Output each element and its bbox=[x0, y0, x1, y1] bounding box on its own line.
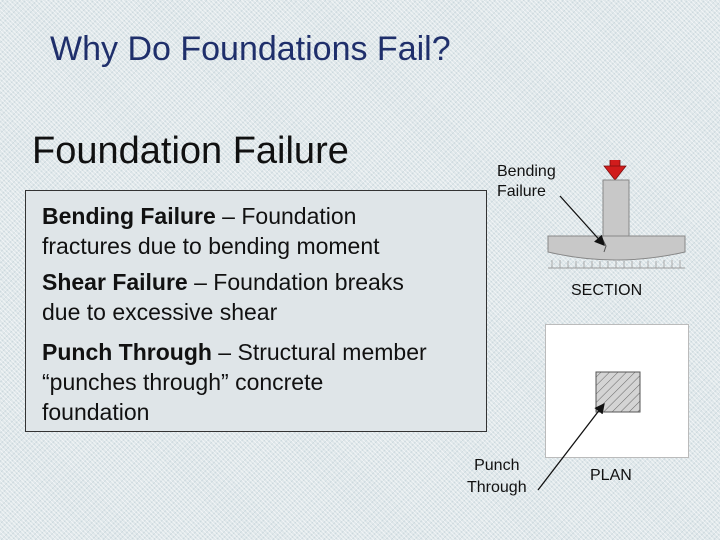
bending-failure-item: Bending Failure – Foundation fractures d… bbox=[42, 201, 380, 261]
punch-through-desc-1: – Structural member bbox=[211, 339, 427, 365]
slide-title: Why Do Foundations Fail? bbox=[50, 30, 451, 68]
shear-failure-desc-1: – Foundation breaks bbox=[187, 269, 404, 295]
bending-failure-label: Bending Failure bbox=[497, 162, 556, 202]
shear-failure-desc-2: due to excessive shear bbox=[42, 299, 278, 325]
bending-label-line2: Failure bbox=[497, 183, 546, 200]
plan-label: PLAN bbox=[590, 467, 632, 484]
soil-pressure-ticks bbox=[551, 260, 681, 268]
punch-through-item: Punch Through – Structural member “punch… bbox=[42, 337, 427, 427]
section-diagram bbox=[547, 160, 686, 269]
shear-failure-item: Shear Failure – Foundation breaks due to… bbox=[42, 267, 404, 327]
load-arrow-icon bbox=[603, 160, 627, 181]
bending-failure-desc-1: – Foundation bbox=[215, 203, 357, 229]
failure-types-textbox: Bending Failure – Foundation fractures d… bbox=[25, 190, 487, 432]
column-footprint bbox=[595, 371, 641, 413]
section-heading: Foundation Failure bbox=[32, 130, 349, 172]
footing-shape bbox=[547, 235, 686, 261]
punch-through-desc-3: foundation bbox=[42, 399, 150, 425]
bending-failure-desc-2: fractures due to bending moment bbox=[42, 233, 380, 259]
plan-drawing bbox=[595, 371, 641, 413]
bending-label-line1: Bending bbox=[497, 163, 556, 180]
shear-failure-term: Shear Failure bbox=[42, 269, 188, 295]
punch-through-desc-2: “punches through” concrete bbox=[42, 369, 324, 395]
punch-through-term: Punch Through bbox=[42, 339, 212, 365]
section-label: SECTION bbox=[571, 282, 643, 299]
punch-label-line2: Through bbox=[467, 479, 527, 496]
punch-label-line1: Punch bbox=[474, 457, 520, 474]
punch-through-label: Punch Through bbox=[467, 455, 527, 499]
bending-failure-term: Bending Failure bbox=[42, 203, 216, 229]
column-shape bbox=[602, 179, 630, 237]
plan-diagram bbox=[545, 324, 689, 458]
